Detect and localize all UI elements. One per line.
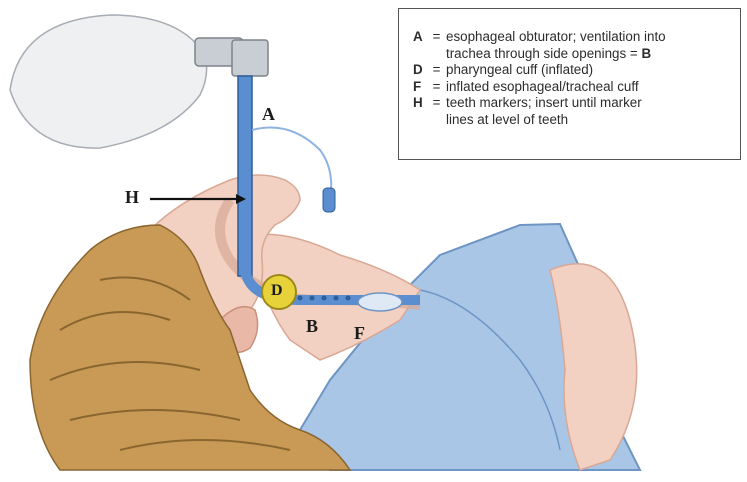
legend-key-a: A [413, 29, 427, 46]
legend-text-h-cont: lines at level of teeth [446, 112, 568, 127]
label-d: D [271, 282, 283, 300]
label-f: F [354, 323, 365, 344]
legend-box: A = esophageal obturator; ventilation in… [398, 8, 741, 160]
label-a: A [262, 104, 275, 125]
legend-row-a: A = esophageal obturator; ventilation in… [413, 29, 734, 46]
esophageal-cuff [358, 293, 402, 311]
legend-key-h: H [413, 95, 427, 112]
obturator-tube [238, 76, 252, 276]
legend-row-h-cont: lines at level of teeth [413, 112, 734, 129]
legend-equals: = [427, 62, 446, 79]
legend-equals: = [427, 95, 446, 112]
legend-text-a: esophageal obturator; ventilation into [446, 29, 666, 46]
legend-row-a-cont: trachea through side openings = B [413, 46, 734, 63]
label-h: H [125, 187, 139, 208]
legend-text-a-cont: trachea through side openings = [446, 46, 638, 61]
legend-text-f: inflated esophageal/tracheal cuff [446, 79, 639, 96]
legend-key-d: D [413, 62, 427, 79]
pilot-balloon [323, 188, 335, 212]
legend-text-d: pharyngeal cuff (inflated) [446, 62, 593, 79]
legend-row-f: F = inflated esophageal/tracheal cuff [413, 79, 734, 96]
label-b: B [306, 316, 318, 337]
legend-row-h: H = teeth markers; insert until marker [413, 95, 734, 112]
legend-key-f: F [413, 79, 427, 96]
legend-equals: = [427, 29, 446, 46]
ventilation-bag [10, 15, 207, 148]
legend-row-d: D = pharyngeal cuff (inflated) [413, 62, 734, 79]
tube-adapter [232, 40, 268, 76]
legend-equals: = [427, 79, 446, 96]
legend-text-h: teeth markers; insert until marker [446, 95, 642, 112]
legend-key-b: B [641, 46, 651, 61]
